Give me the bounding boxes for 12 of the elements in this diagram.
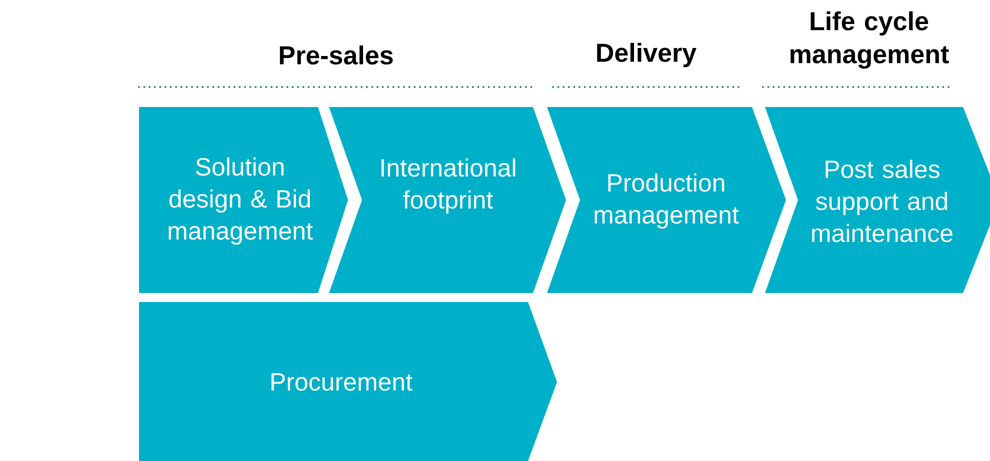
chevron-box: Post sales support and maintenance [765,107,990,293]
node-label: Production management [594,173,739,229]
phase-heading: Delivery [597,42,696,68]
node-label: International footprint [382,158,516,214]
chevron-box: International footprint [329,107,566,293]
phase-heading: Life cycle management [790,11,949,69]
chevron-box: Procurement [139,302,557,461]
node-label: Solution design & Bid management [168,157,313,245]
chevron-box: Production management [547,107,786,293]
chevron-box: Solution design & Bid management [139,107,348,293]
node-label: Post sales support and maintenance [812,160,952,242]
phase-heading: Pre-sales [280,45,393,65]
